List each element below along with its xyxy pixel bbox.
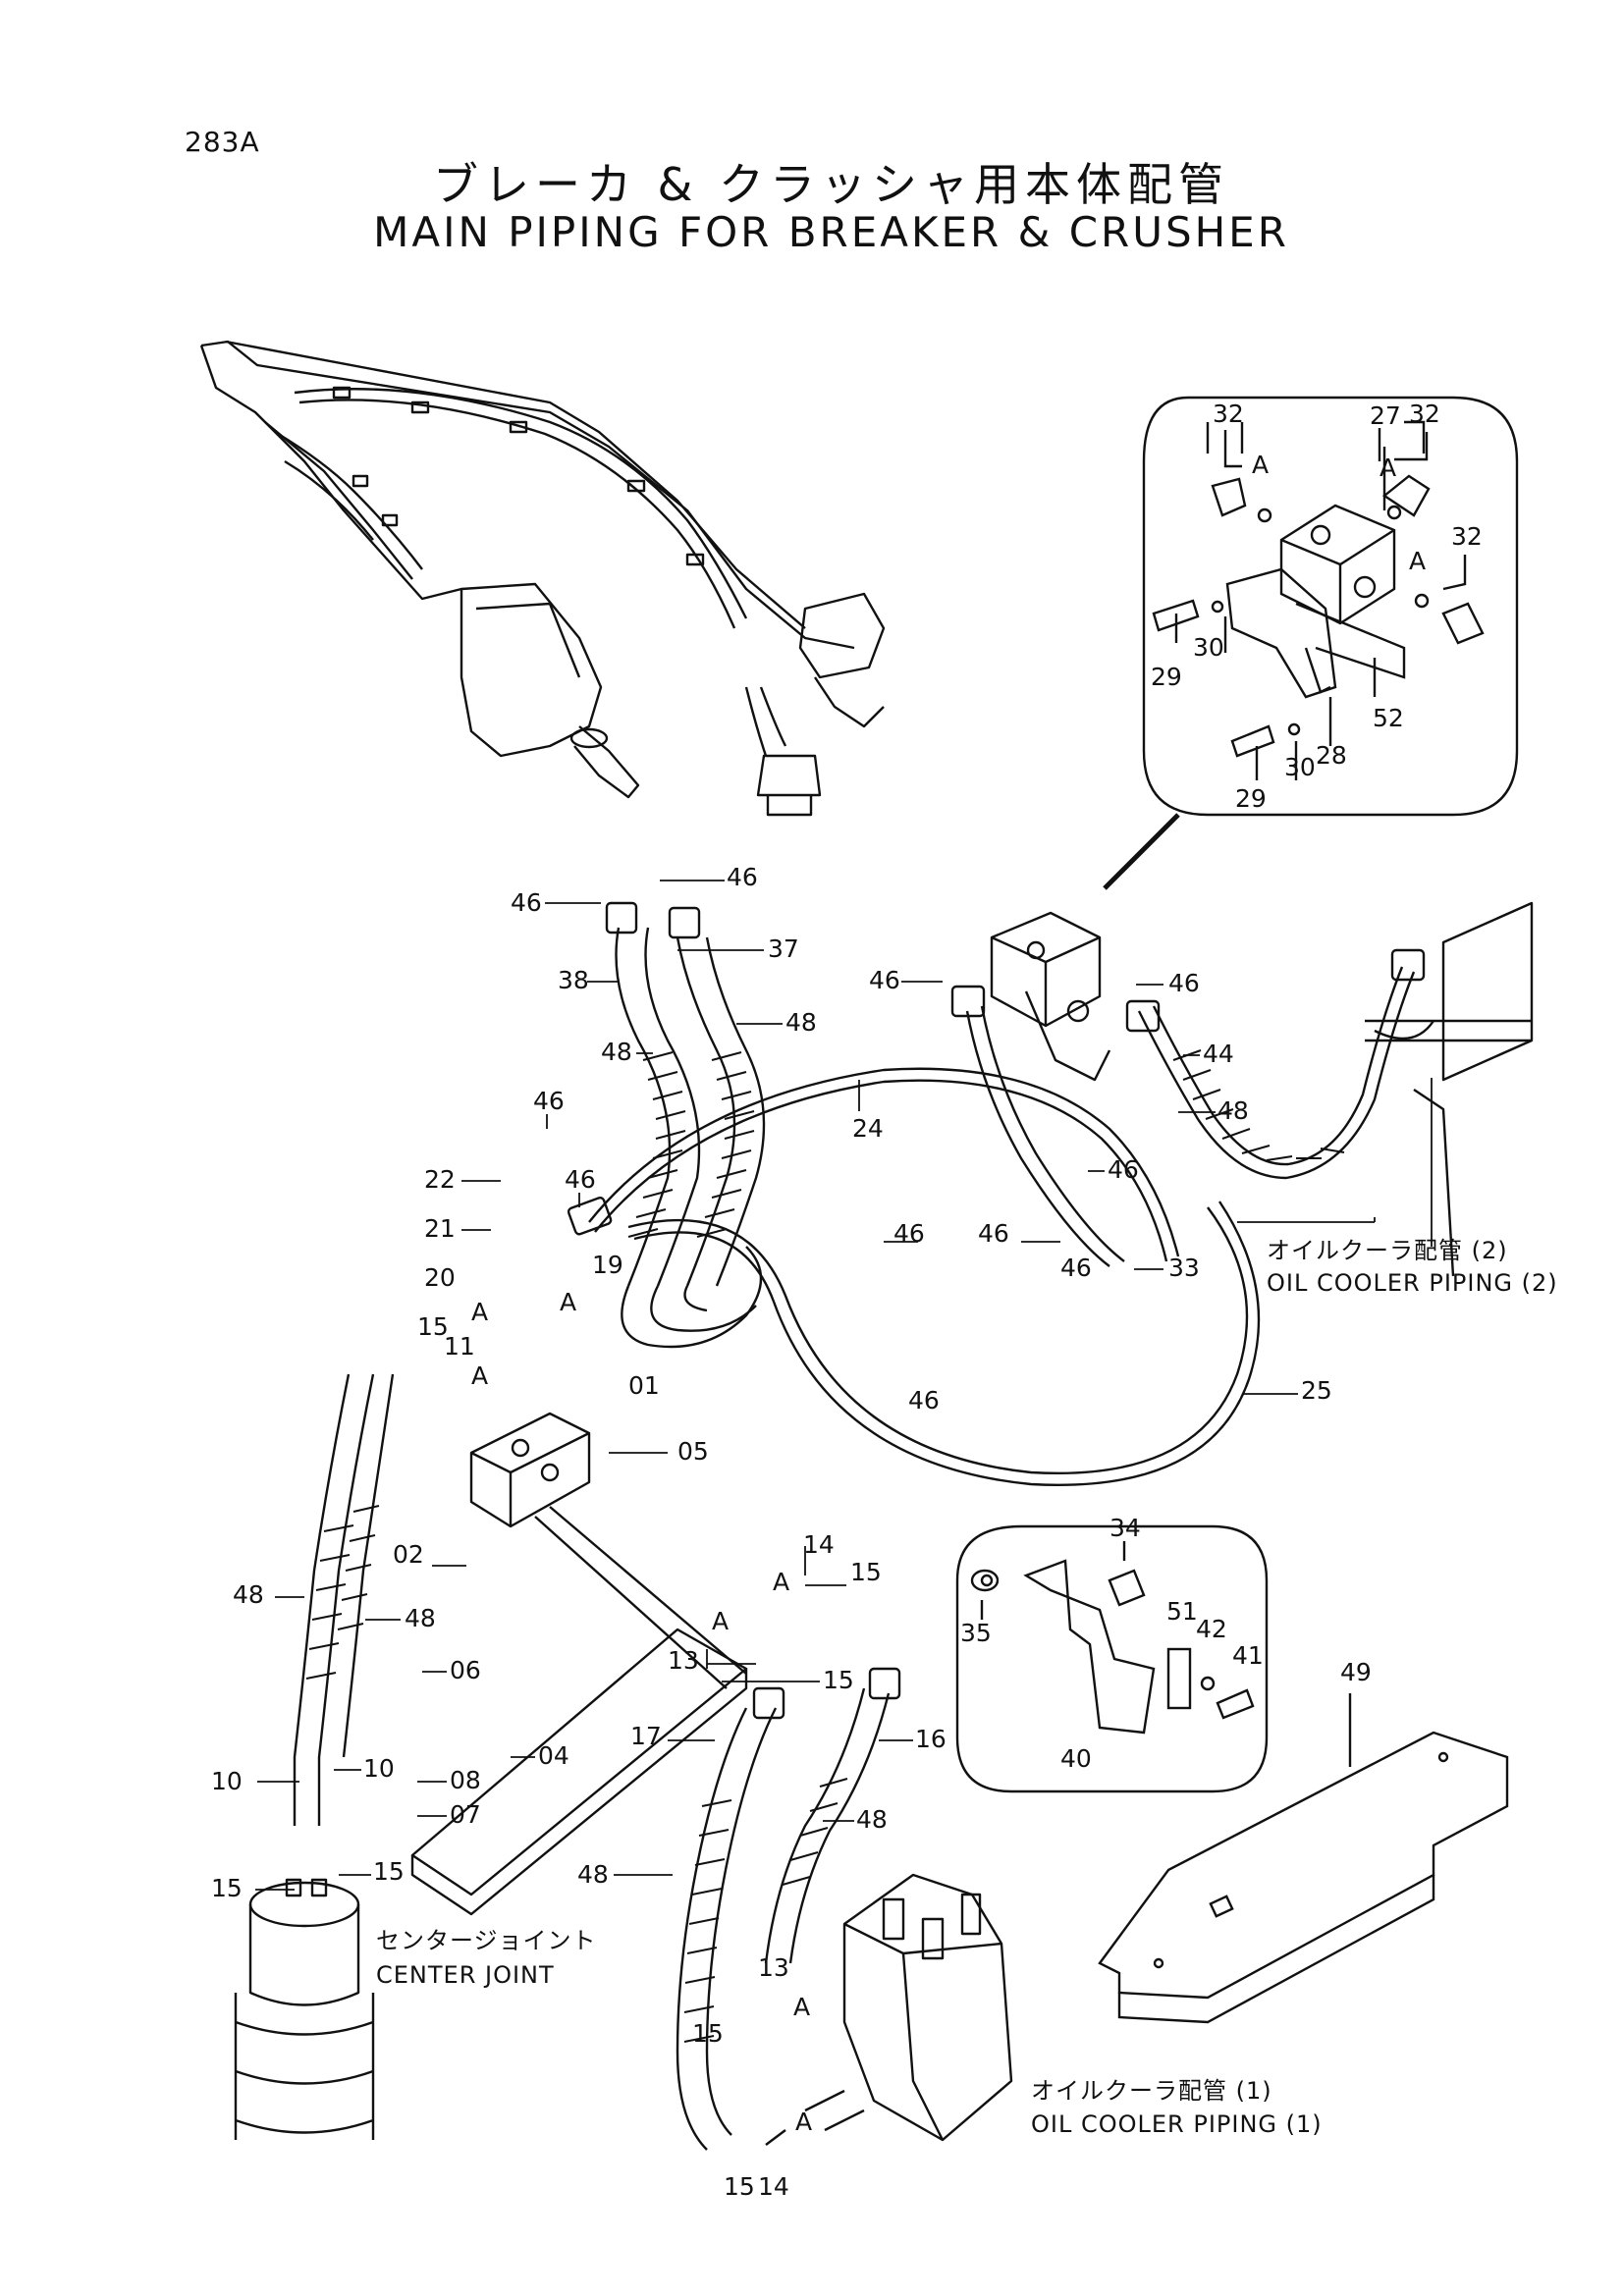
part-number-label: A xyxy=(773,1568,789,1596)
part-number-label: 06 xyxy=(450,1656,481,1684)
part-number-label: 10 xyxy=(363,1754,395,1783)
part-number-label: 07 xyxy=(450,1800,481,1829)
oil-cooler-piping-1-jp: オイルクーラ配管 (1) xyxy=(1031,2077,1272,2105)
part-number-label: 41 xyxy=(1232,1641,1264,1670)
part-labels: 32 27 32 A A A 32 29 30 52 30 28 29 46 4… xyxy=(211,400,1483,2201)
part-number-label: 11 xyxy=(444,1332,475,1361)
excavator-boom-illustration xyxy=(199,340,886,817)
part-number-label: 46 xyxy=(893,1219,925,1248)
part-number-label: A xyxy=(560,1288,576,1316)
title-japanese: ブレーカ & クラッシャ用本体配管 xyxy=(432,158,1230,211)
title-english: MAIN PIPING FOR BREAKER & CRUSHER xyxy=(373,208,1289,256)
part-number-label: A xyxy=(793,1993,810,2021)
part-number-label: 34 xyxy=(1109,1514,1141,1542)
part-number-label: A xyxy=(712,1607,729,1635)
part-number-label: A xyxy=(1380,454,1396,482)
part-number-label: 42 xyxy=(1196,1615,1227,1643)
part-number-label: 15 xyxy=(692,2019,724,2048)
part-number-label: 46 xyxy=(511,888,542,917)
inset-connector-line xyxy=(1103,813,1180,890)
part-number-label: 29 xyxy=(1235,784,1267,813)
part-number-label: 15 xyxy=(724,2172,755,2201)
part-number-label: 48 xyxy=(601,1038,632,1066)
part-number-label: 48 xyxy=(785,1008,817,1037)
part-number-label: 35 xyxy=(960,1619,992,1647)
part-number-label: 29 xyxy=(1151,663,1182,691)
oil-cooler-piping-1-en: OIL COOLER PIPING (1) xyxy=(1031,2110,1323,2138)
part-number-label: 30 xyxy=(1193,633,1224,662)
part-number-label: 48 xyxy=(577,1860,609,1889)
part-number-label: 13 xyxy=(668,1646,699,1675)
part-number-label: 46 xyxy=(727,863,758,891)
part-number-label: 21 xyxy=(424,1214,456,1243)
part-number-label: 46 xyxy=(978,1219,1009,1248)
center-joint-jp: センタージョイント xyxy=(376,1927,597,1954)
part-number-label: 01 xyxy=(628,1371,660,1400)
part-number-label: 46 xyxy=(908,1386,940,1415)
part-number-label: A xyxy=(471,1362,488,1390)
part-number-label: 51 xyxy=(1166,1597,1198,1626)
oil-cooler-piping-2-en: OIL COOLER PIPING (2) xyxy=(1267,1269,1558,1297)
part-number-label: 14 xyxy=(758,2172,789,2201)
part-number-label: 48 xyxy=(233,1580,264,1609)
part-number-label: 08 xyxy=(450,1766,481,1794)
part-number-label: 19 xyxy=(592,1251,623,1279)
part-number-label: 38 xyxy=(558,966,589,994)
part-number-label: 20 xyxy=(424,1263,456,1292)
part-number-label: 14 xyxy=(803,1530,835,1559)
part-number-label: 46 xyxy=(869,966,900,994)
part-number-label: 15 xyxy=(373,1857,405,1886)
page-number: 283A xyxy=(185,126,260,158)
part-number-label: 46 xyxy=(533,1087,565,1115)
part-number-label: 15 xyxy=(211,1874,243,1902)
part-number-label: 46 xyxy=(1108,1155,1139,1184)
part-number-label: 04 xyxy=(538,1741,569,1770)
part-number-label: 49 xyxy=(1340,1658,1372,1686)
part-number-label: A xyxy=(795,2108,812,2136)
part-number-label: 48 xyxy=(856,1805,888,1834)
part-number-label: 22 xyxy=(424,1165,456,1194)
part-number-label: 28 xyxy=(1316,741,1347,770)
part-number-label: 02 xyxy=(393,1540,424,1569)
part-number-label: A xyxy=(471,1298,488,1326)
bracket-detail-inset xyxy=(955,1524,1269,1793)
part-number-label: 24 xyxy=(852,1114,884,1143)
part-number-label: 13 xyxy=(758,1953,789,1982)
part-number-label: 46 xyxy=(1168,969,1200,997)
leader-lines xyxy=(255,880,1433,1891)
part-number-label: 33 xyxy=(1168,1254,1200,1282)
part-number-label: 44 xyxy=(1203,1040,1234,1068)
part-number-label: 40 xyxy=(1060,1744,1092,1773)
part-number-label: A xyxy=(1252,451,1269,479)
part-number-label: 10 xyxy=(211,1767,243,1795)
part-number-label: 16 xyxy=(915,1725,947,1753)
part-number-label: 15 xyxy=(823,1666,854,1694)
part-number-label: 32 xyxy=(1451,522,1483,551)
part-number-label: 48 xyxy=(1217,1096,1249,1125)
oil-cooler-piping-2-jp: オイルクーラ配管 (2) xyxy=(1267,1237,1508,1264)
main-piping-assembly xyxy=(234,901,1534,2151)
part-number-label: 27 xyxy=(1370,401,1401,430)
part-number-label: 46 xyxy=(565,1165,596,1194)
part-number-label: 48 xyxy=(405,1604,436,1632)
valve-block-detail-inset xyxy=(1142,396,1519,817)
part-number-label: 15 xyxy=(417,1312,449,1341)
part-number-label: 30 xyxy=(1284,753,1316,781)
part-number-label: 52 xyxy=(1373,704,1404,732)
cover-plate xyxy=(1098,1693,1509,2024)
part-number-label: 05 xyxy=(677,1437,709,1466)
section-labels: オイルクーラ配管 (2) OIL COOLER PIPING (2) センタージ… xyxy=(376,1237,1558,2138)
part-number-label: 32 xyxy=(1409,400,1440,428)
part-number-label: A xyxy=(1409,547,1426,575)
part-number-label: 25 xyxy=(1301,1376,1332,1405)
part-number-label: 46 xyxy=(1060,1254,1092,1282)
center-joint-en: CENTER JOINT xyxy=(376,1961,555,1989)
part-number-label: 15 xyxy=(850,1558,882,1586)
part-number-label: 37 xyxy=(768,934,799,963)
part-number-label: 17 xyxy=(630,1722,662,1750)
part-number-label: 32 xyxy=(1213,400,1244,428)
